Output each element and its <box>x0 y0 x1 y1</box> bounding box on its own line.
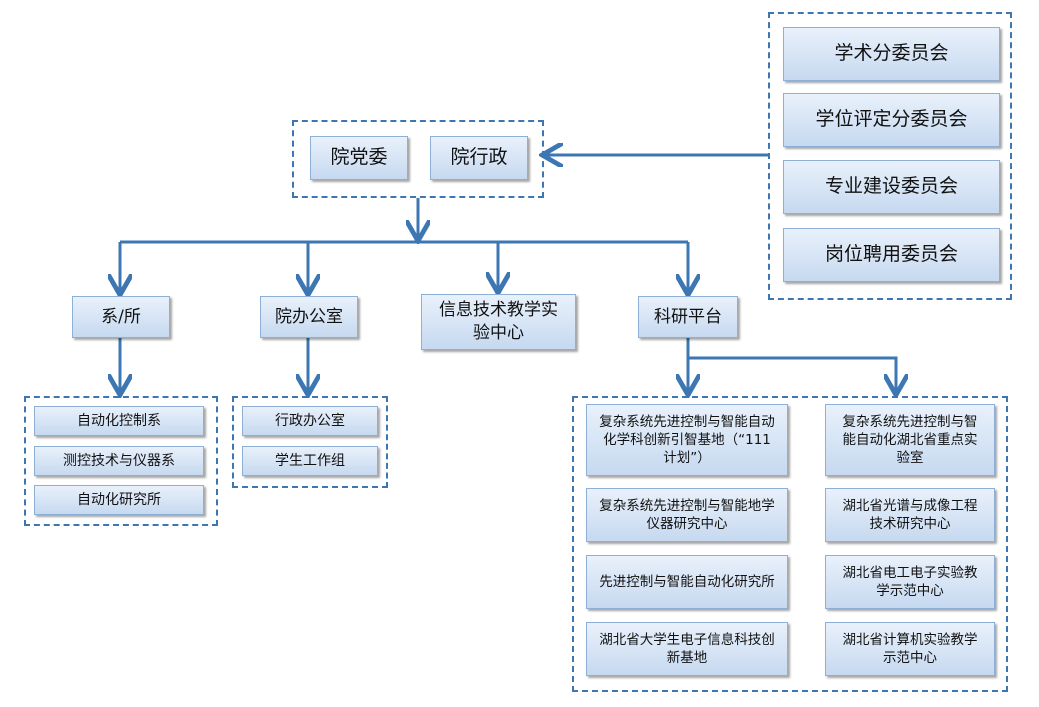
platform-item: 复杂系统先进控制与智能自动化学科创新引智基地（“111计划”） <box>586 404 788 476</box>
top-group-frame <box>292 120 544 198</box>
committee-box: 学位评定分委员会 <box>783 93 1000 147</box>
party-committee-box: 院党委 <box>310 136 408 180</box>
administration-box: 院行政 <box>430 136 528 180</box>
committees-frame <box>768 12 1012 300</box>
office-item: 学生工作组 <box>242 446 378 476</box>
departments-children-frame <box>24 396 218 526</box>
committee-box: 专业建设委员会 <box>783 160 1000 214</box>
platform-item: 湖北省光谱与成像工程技术研究中心 <box>825 488 995 542</box>
platform-item: 先进控制与智能自动化研究所 <box>586 555 788 609</box>
office-box: 院办公室 <box>260 296 358 338</box>
committee-box: 岗位聘用委员会 <box>783 228 1000 282</box>
departments-box: 系/所 <box>72 296 170 338</box>
platform-item: 湖北省电工电子实验教学示范中心 <box>825 555 995 609</box>
platform-item: 复杂系统先进控制与智能自动化湖北省重点实验室 <box>825 404 995 476</box>
platforms-frame <box>572 396 1008 692</box>
committee-box: 学术分委员会 <box>783 27 1000 81</box>
department-item: 测控技术与仪器系 <box>34 446 204 476</box>
platform-item: 复杂系统先进控制与智能地学仪器研究中心 <box>586 488 788 542</box>
department-item: 自动化控制系 <box>34 406 204 436</box>
office-item: 行政办公室 <box>242 406 378 436</box>
platform-item: 湖北省计算机实验教学示范中心 <box>825 622 995 676</box>
it-center-box: 信息技术教学实验中心 <box>421 294 576 350</box>
platform-right-branch <box>688 356 896 392</box>
platform-item: 湖北省大学生电子信息科技创新基地 <box>586 622 788 676</box>
department-item: 自动化研究所 <box>34 485 204 515</box>
research-platform-box: 科研平台 <box>638 296 738 338</box>
office-children-frame <box>232 396 388 488</box>
